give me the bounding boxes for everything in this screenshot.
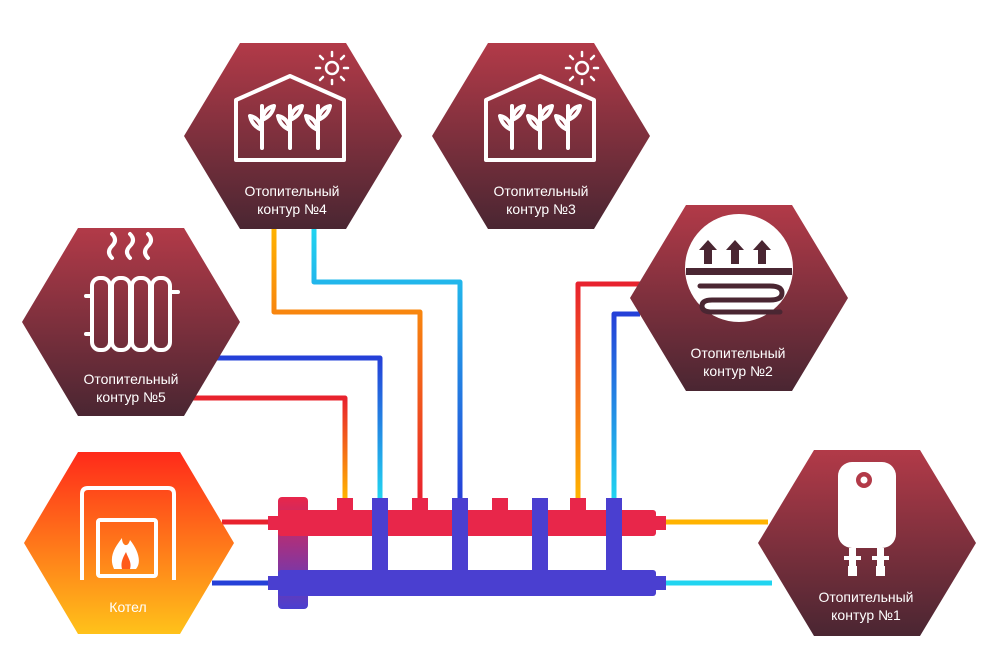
greenhouse-icon bbox=[484, 74, 596, 162]
pipe-circuit2-return bbox=[611, 311, 640, 498]
underfloor-heating-icon bbox=[685, 214, 793, 322]
pipe-circuit4-return bbox=[311, 228, 463, 498]
circuit4-label-line2: контур №4 bbox=[257, 201, 327, 217]
circuit1-label-line2: контур №1 bbox=[831, 607, 901, 623]
circuit5-label-line1: Отопительный bbox=[84, 371, 179, 387]
pipe-circuit4-supply bbox=[271, 228, 423, 498]
circuit3-node: Отопительный контур №3 bbox=[432, 43, 650, 229]
radiator-icon bbox=[84, 232, 180, 352]
greenhouse-icon bbox=[234, 74, 346, 162]
circuit2-node: Отопительный контур №2 bbox=[630, 205, 848, 391]
hydraulic-manifold bbox=[268, 497, 666, 609]
pipe-circuit5-supply bbox=[190, 395, 348, 498]
circuit3-label-line1: Отопительный bbox=[494, 183, 589, 199]
circuit4-node: Отопительный контур №4 bbox=[184, 43, 402, 229]
pipes bbox=[190, 228, 772, 586]
pipe-circuit5-return bbox=[205, 355, 383, 498]
pipe-circuit2-supply bbox=[575, 281, 640, 498]
circuit1-node: Отопительный контур №1 bbox=[758, 450, 976, 636]
circuit3-label-line2: контур №3 bbox=[506, 201, 576, 217]
water-heater-icon bbox=[838, 462, 896, 576]
boiler-node: Котел bbox=[24, 452, 234, 634]
sun-icon bbox=[564, 50, 600, 86]
circuit5-label-line2: контур №5 bbox=[96, 389, 166, 405]
circuit1-label-line1: Отопительный bbox=[819, 589, 914, 605]
boiler-label: Котел bbox=[109, 599, 146, 615]
circuit2-label-line2: контур №2 bbox=[703, 363, 773, 379]
circuit2-label-line1: Отопительный bbox=[691, 345, 786, 361]
circuit4-label-line1: Отопительный bbox=[245, 183, 340, 199]
circuit5-node: Отопительный контур №5 bbox=[22, 228, 240, 416]
sun-icon bbox=[314, 50, 350, 86]
boiler-icon bbox=[80, 486, 176, 580]
